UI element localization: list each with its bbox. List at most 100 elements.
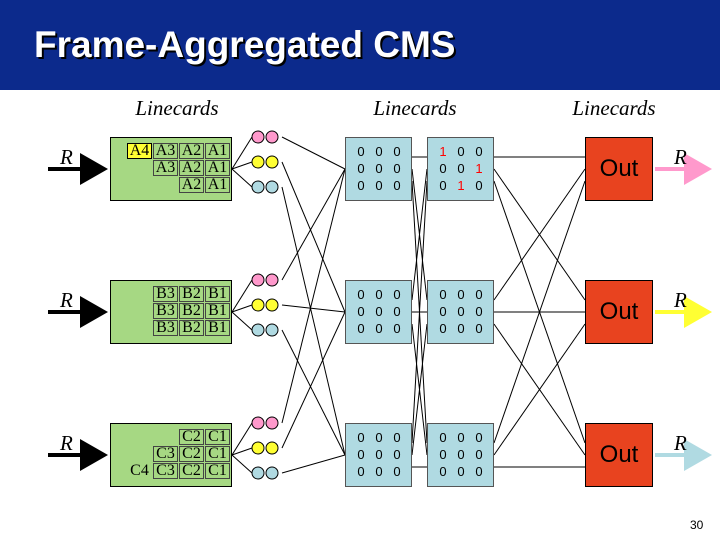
matrix-cell: 0	[375, 304, 383, 319]
cell-c2: C2	[179, 463, 204, 479]
wire-stage1	[281, 161, 346, 313]
matrix-cell: 0	[357, 144, 365, 159]
matrix-cell: 0	[357, 430, 365, 445]
matrix-cell: 0	[393, 447, 401, 462]
cell-a2: A2	[179, 143, 204, 159]
cell-a1: A1	[205, 177, 230, 193]
wire-stage2	[411, 180, 428, 444]
matrix-cell: 0	[375, 430, 383, 445]
matrix-cell: 0	[357, 178, 365, 193]
matrix-cell: 0	[357, 287, 365, 302]
wire-stage1	[281, 168, 346, 281]
cell-a3: A3	[153, 143, 178, 159]
cell-a2: A2	[179, 160, 204, 176]
queue-circle	[265, 180, 279, 194]
fanout-line	[231, 161, 253, 170]
queue-circle	[251, 273, 265, 287]
wire-stage1	[281, 329, 346, 456]
cell-c3: C3	[153, 446, 178, 462]
matrix-cell: 0	[475, 447, 483, 462]
cell-c3: C3	[153, 463, 178, 479]
fanout-line	[231, 136, 253, 170]
wire-stage1	[281, 168, 346, 424]
matrix-cell: 0	[457, 447, 465, 462]
matrix-cell: 0	[375, 161, 383, 176]
matrix-cell: 0	[357, 464, 365, 479]
queue-circle	[251, 466, 265, 480]
fanout-line	[231, 311, 253, 331]
input-rate-label-1: R	[60, 145, 73, 169]
wire-stage3	[493, 168, 586, 301]
matrix-cell: 0	[393, 178, 401, 193]
matrix-cell: 0	[475, 464, 483, 479]
queue-circle	[265, 466, 279, 480]
fanout-line	[231, 279, 253, 313]
wire-stage3	[493, 323, 586, 456]
queue-circle	[265, 155, 279, 169]
matrix-cell: 1	[457, 178, 465, 193]
queue-circle	[251, 298, 265, 312]
wire-stage1	[281, 454, 346, 474]
queue-circle	[265, 298, 279, 312]
cell-c1: C1	[205, 429, 230, 445]
matrix-cell: 0	[457, 304, 465, 319]
matrix-cell: 0	[457, 161, 465, 176]
queue-circle	[265, 130, 279, 144]
fanout-line	[231, 168, 253, 188]
fanout-line	[231, 454, 253, 474]
matrix-cell: 0	[475, 430, 483, 445]
output-linecard-2: Out	[585, 280, 653, 344]
column-label-inputs: Linecards	[135, 96, 219, 120]
matrix-cell: 0	[457, 287, 465, 302]
matrix-cell: 1	[475, 161, 483, 176]
cell-b1: B1	[205, 303, 230, 319]
matrix-cell: 0	[375, 178, 383, 193]
cell-c1: C1	[205, 446, 230, 462]
input-rate-label-2: R	[60, 288, 73, 312]
matrix-cell: 0	[439, 161, 447, 176]
cell-b1: B1	[205, 286, 230, 302]
wire-stage2	[411, 323, 428, 456]
output-rate-label-3: R	[674, 431, 687, 455]
matrix-cell: 0	[439, 178, 447, 193]
wire-stage1	[281, 311, 346, 449]
cell-b3: B3	[153, 303, 178, 319]
matrix-cell: 0	[357, 304, 365, 319]
cell-b2: B2	[179, 303, 204, 319]
wire-stage3	[493, 180, 586, 444]
queue-circle	[251, 441, 265, 455]
cell-c2: C2	[179, 446, 204, 462]
matrix-cell: 0	[393, 430, 401, 445]
cell-a1: A1	[205, 160, 230, 176]
matrix-cell: 0	[393, 144, 401, 159]
cell-a4: A4	[127, 143, 152, 159]
output-linecard-3: Out	[585, 423, 653, 487]
matrix-cell: 0	[457, 464, 465, 479]
output-rate-label-2: R	[674, 288, 687, 312]
queue-circle	[251, 155, 265, 169]
cell-c2: C2	[179, 429, 204, 445]
matrix-cell: 0	[439, 321, 447, 336]
cell-c4: C4	[130, 462, 149, 479]
matrix-cell: 0	[475, 304, 483, 319]
matrix-cell: 0	[393, 304, 401, 319]
